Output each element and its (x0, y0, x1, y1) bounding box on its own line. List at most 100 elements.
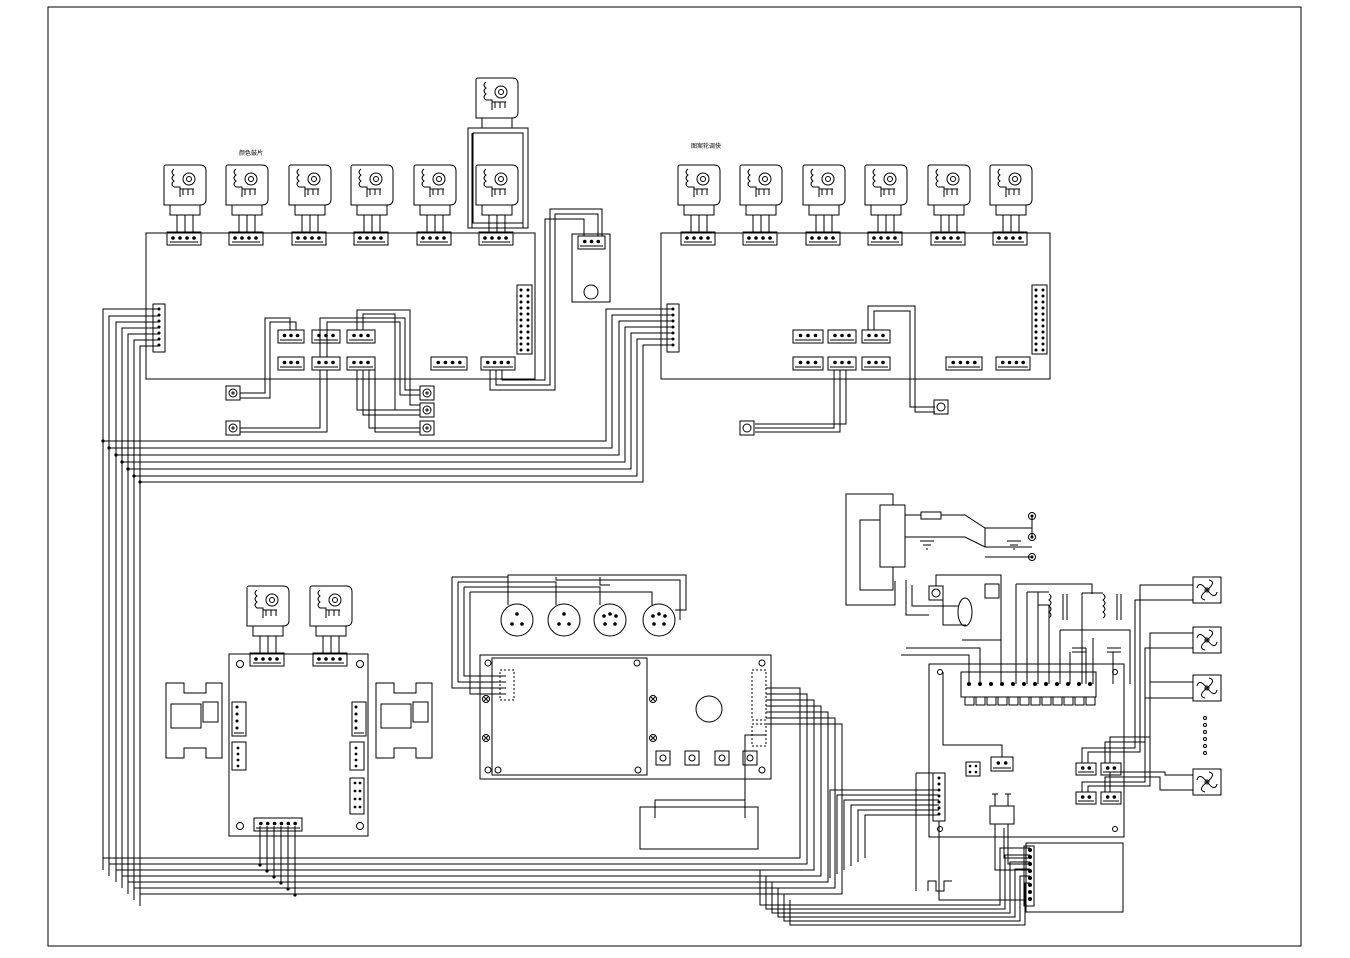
pin (1042, 319, 1045, 322)
sensor-icon (584, 285, 598, 299)
pin (265, 869, 268, 872)
pin (355, 765, 358, 768)
connector (862, 357, 890, 370)
pin (237, 747, 240, 750)
screw-hole (635, 767, 641, 773)
pin (1035, 301, 1038, 304)
pin (500, 361, 504, 365)
pin (959, 361, 963, 365)
wire (116, 322, 160, 882)
transformer-icon (880, 505, 905, 567)
wire (760, 706, 821, 876)
pin (975, 771, 978, 774)
power-board (929, 664, 1124, 837)
screw-hole (938, 827, 943, 832)
wire (452, 577, 506, 688)
screw-hole (237, 661, 244, 668)
pin (520, 301, 523, 304)
pin (831, 236, 835, 240)
pin (296, 236, 300, 240)
wire (943, 600, 966, 625)
pin (814, 334, 818, 338)
fan-icon (1193, 577, 1221, 603)
pin (1106, 795, 1110, 799)
connector (862, 330, 890, 343)
pin (283, 361, 287, 365)
pin (458, 361, 462, 365)
pin (1001, 361, 1005, 365)
pin (938, 777, 941, 780)
pin (359, 334, 363, 338)
pin (938, 801, 941, 804)
pin (706, 236, 710, 240)
module-bracket (376, 683, 432, 758)
wire (905, 515, 1032, 528)
wire (556, 577, 680, 620)
pin (874, 361, 878, 365)
wire (858, 810, 939, 862)
pin (515, 612, 519, 616)
lamp-icon (958, 598, 972, 626)
screw-hole (759, 660, 765, 666)
connector (481, 357, 515, 370)
dot (1204, 717, 1207, 720)
connector (996, 357, 1030, 370)
pin (1113, 766, 1117, 770)
connector (752, 670, 766, 720)
pin (1077, 682, 1081, 686)
header-connector (1032, 285, 1047, 354)
fan-icon (1193, 769, 1221, 795)
pin (355, 759, 358, 762)
connector (1076, 792, 1096, 804)
pin (254, 657, 258, 661)
pin (997, 236, 1001, 240)
pin (1042, 325, 1045, 328)
wire (830, 790, 939, 878)
pin (286, 887, 289, 890)
knob-icon (696, 696, 722, 722)
pin (520, 343, 523, 346)
pin (178, 236, 182, 240)
pin (1042, 337, 1045, 340)
resistor (921, 512, 941, 519)
wire (846, 494, 895, 605)
dot (1204, 745, 1207, 748)
connector (278, 357, 304, 370)
pin (365, 236, 369, 240)
pin (527, 301, 530, 304)
pin (444, 361, 448, 365)
wire (943, 672, 1002, 757)
pin (881, 334, 885, 338)
pin (359, 798, 362, 801)
pin (107, 446, 110, 449)
pin (296, 361, 300, 365)
connector (828, 357, 856, 370)
pin (354, 790, 357, 793)
pin (428, 236, 432, 240)
pin (1042, 295, 1045, 298)
wire (240, 322, 296, 398)
pin (451, 361, 455, 365)
connector (1101, 792, 1121, 804)
pin (317, 361, 321, 365)
pin (338, 657, 342, 661)
module-bracket (166, 683, 222, 758)
wire (600, 577, 610, 585)
button (685, 751, 699, 765)
pin (1018, 236, 1022, 240)
connector (1101, 763, 1121, 775)
pin (331, 361, 335, 365)
pin (1035, 313, 1038, 316)
pin (247, 236, 251, 240)
pin (331, 334, 335, 338)
pin (603, 622, 607, 626)
pin (236, 720, 239, 723)
pin (1042, 331, 1045, 334)
pin (355, 747, 358, 750)
pin (352, 361, 356, 365)
pin (493, 361, 497, 365)
pin (1042, 313, 1045, 316)
relay (985, 584, 999, 598)
pin (872, 236, 876, 240)
